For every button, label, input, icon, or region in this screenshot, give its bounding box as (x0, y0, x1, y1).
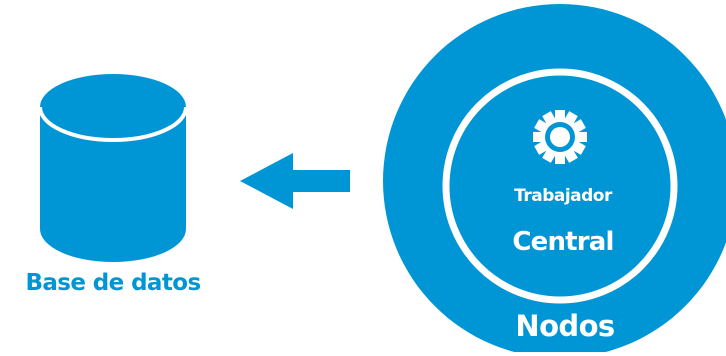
nodes-group-label: Nodos (515, 309, 615, 343)
central-worker-ring (442, 68, 678, 304)
arrow-left-icon (240, 153, 350, 209)
worker-role-label: Trabajador (514, 186, 612, 206)
database-cylinder-icon (38, 74, 188, 262)
gear-icon (533, 110, 587, 164)
central-worker-label: Central (512, 227, 614, 257)
database-label: Base de datos (25, 270, 201, 296)
